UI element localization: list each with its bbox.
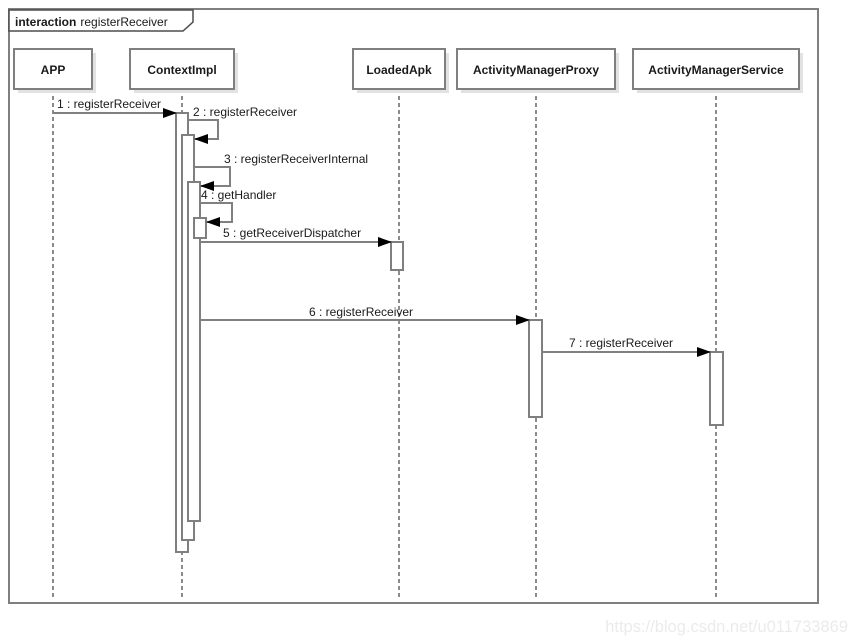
message-label: 4 : getHandler (201, 188, 276, 202)
message-2-self: 2 : registerReceiver (188, 105, 297, 144)
lifeline-name: ActivityManagerService (648, 63, 784, 77)
message-3-self: 3 : registerReceiverInternal (194, 152, 368, 191)
lifeline-name: APP (41, 63, 66, 77)
activation-bars (175, 112, 724, 553)
activation-bar-activitymanagerservice (709, 351, 724, 426)
message-7: 7 : registerReceiver (542, 336, 711, 357)
lifeline-name: LoadedApk (366, 63, 432, 77)
head-box (632, 48, 800, 90)
frame-keyword: interaction (15, 15, 76, 29)
lifeline-name: ContextImpl (147, 63, 216, 77)
frame-label-pentagon (8, 9, 194, 32)
message-5: 5 : getReceiverDispatcher (200, 226, 392, 247)
head-box (129, 48, 235, 90)
message-line (200, 202, 233, 227)
lifeline-head-contextimpl: ContextImpl (129, 48, 238, 93)
messages: 1 : registerReceiver 2 : registerReceive… (53, 97, 711, 357)
message-label: 7 : registerReceiver (569, 336, 673, 350)
activation-bar-activitymanagerproxy (528, 319, 543, 418)
message-1: 1 : registerReceiver (53, 97, 177, 118)
frame-label: interaction registerReceiver (15, 15, 168, 29)
message-6: 6 : registerReceiver (200, 305, 530, 325)
head-box (13, 48, 93, 90)
lifeline-head-loadedapk: LoadedApk (352, 48, 449, 93)
message-line (194, 166, 231, 191)
message-label: 1 : registerReceiver (57, 97, 161, 111)
lifeline-head-app: APP (13, 48, 96, 93)
lifeline-name: ActivityManagerProxy (473, 63, 599, 77)
message-label: 3 : registerReceiverInternal (224, 152, 368, 166)
message-4-self: 4 : getHandler (200, 188, 276, 227)
lifeline-head-activitymanagerproxy: ActivityManagerProxy (456, 48, 619, 93)
message-label: 2 : registerReceiver (193, 105, 297, 119)
interaction-frame: interaction registerReceiver (8, 8, 819, 604)
head-box (352, 48, 446, 90)
lifeline-heads: APP ContextImpl LoadedApk ActivityManage… (13, 48, 803, 93)
frame-border (8, 8, 819, 604)
activation-bar-contextimpl-4 (193, 217, 207, 239)
activation-bar-contextimpl-3 (187, 181, 201, 522)
head-box (456, 48, 616, 90)
message-label: 5 : getReceiverDispatcher (223, 226, 361, 240)
watermark: https://blog.csdn.net/u011733869 (605, 618, 848, 636)
message-label: 6 : registerReceiver (309, 305, 413, 319)
frame-name: registerReceiver (80, 15, 167, 29)
activation-bar-loadedapk (390, 241, 404, 271)
message-line (188, 119, 219, 144)
lifeline-head-activitymanagerservice: ActivityManagerService (632, 48, 803, 93)
